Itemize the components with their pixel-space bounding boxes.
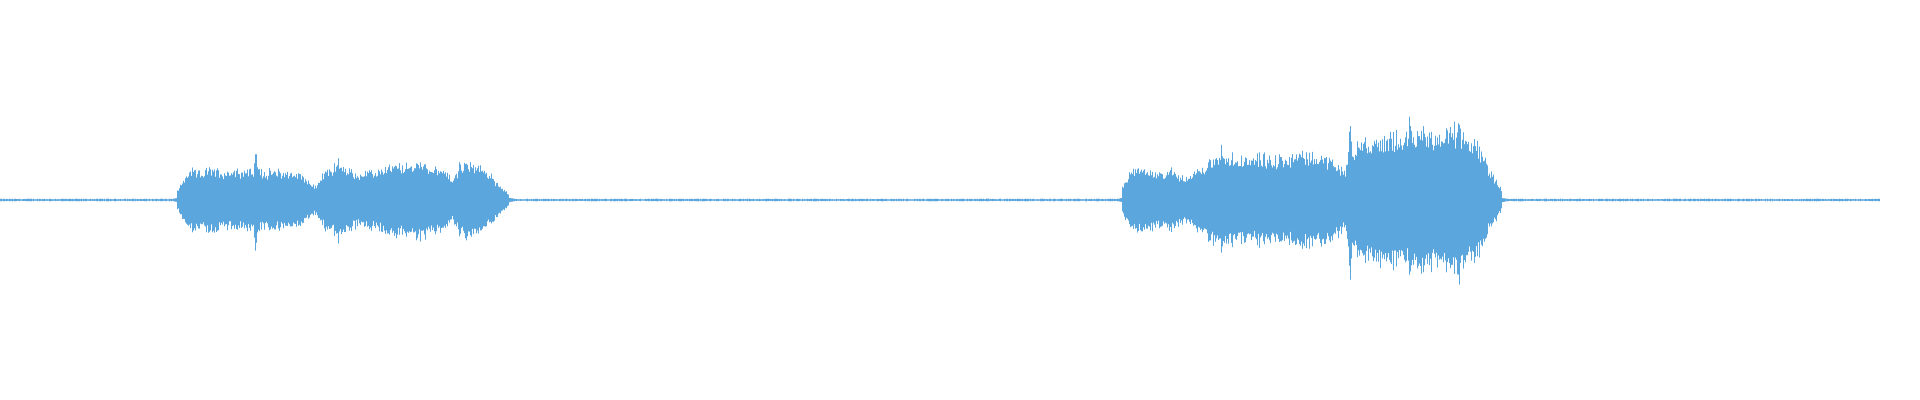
waveform-bars	[0, 116, 1880, 285]
waveform-amplitude-path	[0, 116, 1880, 285]
